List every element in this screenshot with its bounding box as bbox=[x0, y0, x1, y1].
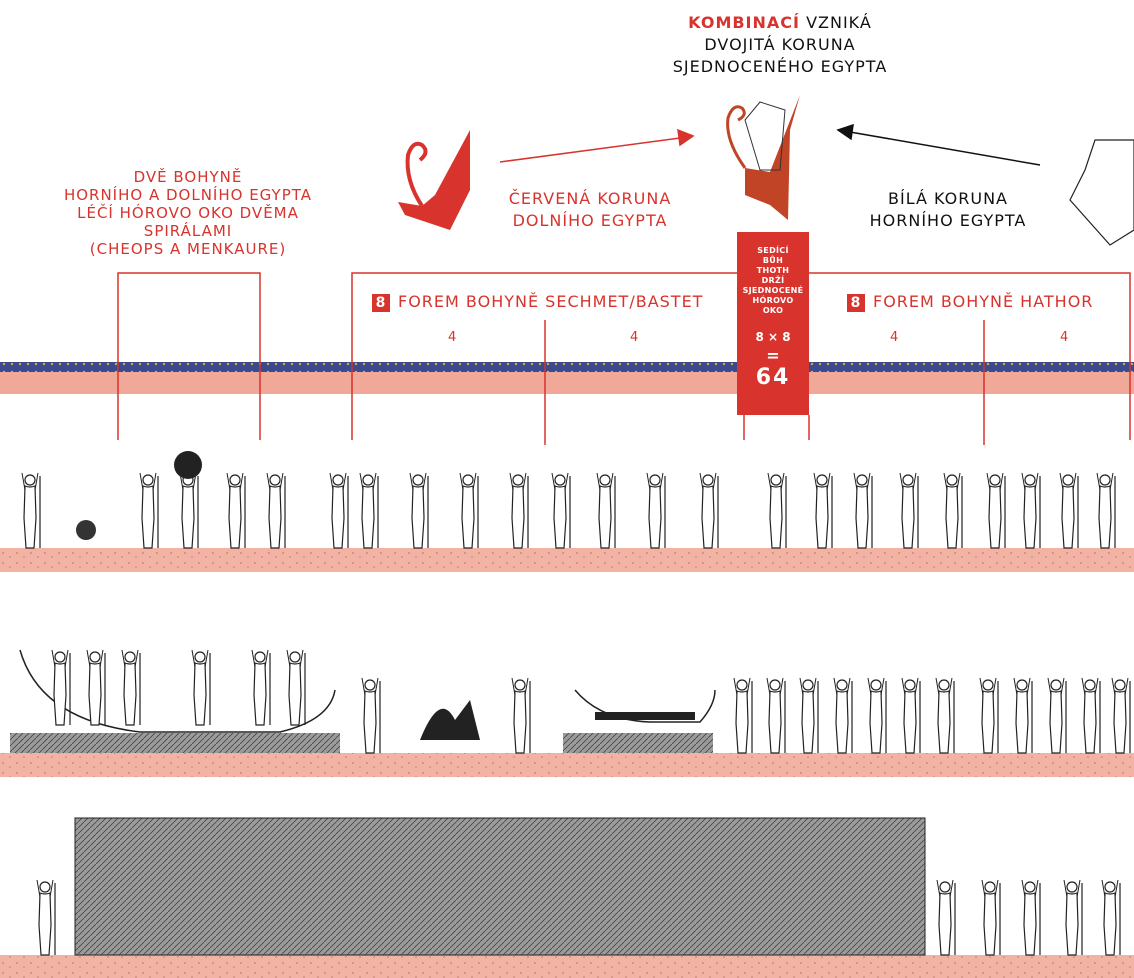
thoth-line-4: DRŽÍ bbox=[761, 276, 785, 285]
white-crown-label: BÍLÁ KORUNA HORNÍHO EGYPTA bbox=[848, 188, 1048, 232]
frieze-pink-band bbox=[0, 372, 1134, 394]
left-label-line-3: LÉČÍ HÓROVO OKO DVĚMA bbox=[77, 204, 299, 222]
boat-icon bbox=[19, 649, 336, 733]
combination-rest: VZNIKÁ bbox=[806, 13, 872, 32]
thoth-line-3: THOTH bbox=[756, 266, 790, 275]
two-goddesses-label: DVĚ BOHYNĚ HORNÍHO A DOLNÍHO EGYPTA LÉČÍ… bbox=[58, 168, 318, 258]
row3-scene bbox=[36, 817, 1121, 956]
thoth-equation: 8 × 8 bbox=[755, 330, 791, 344]
hathor-right-count: 4 bbox=[1060, 330, 1069, 345]
ba-bird-icon bbox=[420, 700, 480, 740]
row1-figures bbox=[21, 451, 1116, 549]
frieze-band bbox=[0, 362, 1134, 372]
red-crown-line-2: DOLNÍHO EGYPTA bbox=[512, 211, 668, 230]
sekhmet-right-count: 4 bbox=[630, 330, 639, 345]
white-crown-line-2: HORNÍHO EGYPTA bbox=[869, 211, 1027, 230]
sekhmet-group-title: 8 FOREM BOHYNĚ SECHMET/BASTET bbox=[372, 292, 703, 312]
red-crown-line-1: ČERVENÁ KORUNA bbox=[508, 189, 672, 208]
caption-line-2: DVOJITÁ KORUNA bbox=[704, 35, 856, 54]
double-crown-icon bbox=[726, 95, 800, 220]
scarab-icon bbox=[76, 520, 96, 540]
ground-strip-3 bbox=[0, 955, 1134, 978]
thoth-line-7: OKO bbox=[762, 306, 784, 315]
thoth-equals: = bbox=[766, 346, 780, 365]
sekhmet-title-text: FOREM BOHYNĚ SECHMET/BASTET bbox=[398, 292, 704, 311]
left-label-line-2: HORNÍHO A DOLNÍHO EGYPTA bbox=[63, 186, 313, 204]
hathor-group-title: 8 FOREM BOHYNĚ HATHOR bbox=[847, 292, 1093, 312]
sun-disc-icon bbox=[174, 451, 202, 479]
left-label-line-5: (CHEOPS A MENKAURE) bbox=[89, 240, 287, 258]
ground-strip-2 bbox=[0, 753, 1134, 777]
thoth-line-1: SEDÍCÍ bbox=[757, 246, 789, 255]
row2-scene bbox=[10, 649, 1131, 754]
hathor-title-text: FOREM BOHYNĚ HATHOR bbox=[873, 292, 1094, 311]
combination-caption: KOMBINACÍ VZNIKÁ DVOJITÁ KORUNA SJEDNOCE… bbox=[600, 12, 960, 78]
white-crown-line-1: BÍLÁ KORUNA bbox=[888, 189, 1008, 208]
sekhmet-count-badge: 8 bbox=[372, 294, 390, 312]
left-label-line-4: SPIRÁLAMI bbox=[143, 222, 233, 240]
combination-word: KOMBINACÍ bbox=[688, 13, 800, 32]
hathor-count-badge: 8 bbox=[847, 294, 865, 312]
ground-strip-1 bbox=[0, 548, 1134, 572]
thoth-line-5: SJEDNOCENÉ bbox=[742, 286, 804, 295]
white-crown-icon bbox=[1069, 139, 1134, 246]
connector-lines bbox=[117, 128, 1131, 445]
thoth-line-6: HÓROVO bbox=[752, 296, 794, 305]
sekhmet-left-count: 4 bbox=[448, 330, 457, 345]
thoth-line-2: BŮH bbox=[762, 256, 784, 265]
caption-line-3: SJEDNOCENÉHO EGYPTA bbox=[672, 57, 888, 76]
hathor-left-count: 4 bbox=[890, 330, 899, 345]
thoth-result: 64 bbox=[755, 365, 791, 390]
thoth-description: SEDÍCÍ BŮH THOTH DRŽÍ SJEDNOCENÉ HÓROVO … bbox=[737, 246, 809, 316]
red-crown-icon bbox=[398, 130, 470, 230]
left-label-line-1: DVĚ BOHYNĚ bbox=[133, 168, 243, 186]
thoth-box: SEDÍCÍ BŮH THOTH DRŽÍ SJEDNOCENÉ HÓROVO … bbox=[737, 232, 809, 415]
red-crown-label: ČERVENÁ KORUNA DOLNÍHO EGYPTA bbox=[490, 188, 690, 232]
